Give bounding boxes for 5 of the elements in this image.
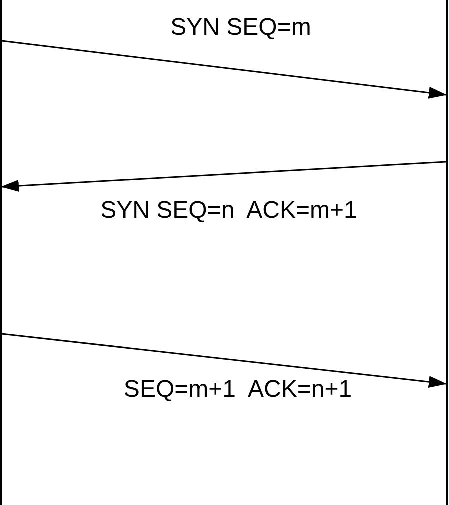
- lifeline: [446, 0, 448, 505]
- arrow: [2, 40, 447, 99]
- arrow: [1, 161, 446, 192]
- lifeline: [0, 0, 2, 505]
- arrow: [2, 333, 447, 388]
